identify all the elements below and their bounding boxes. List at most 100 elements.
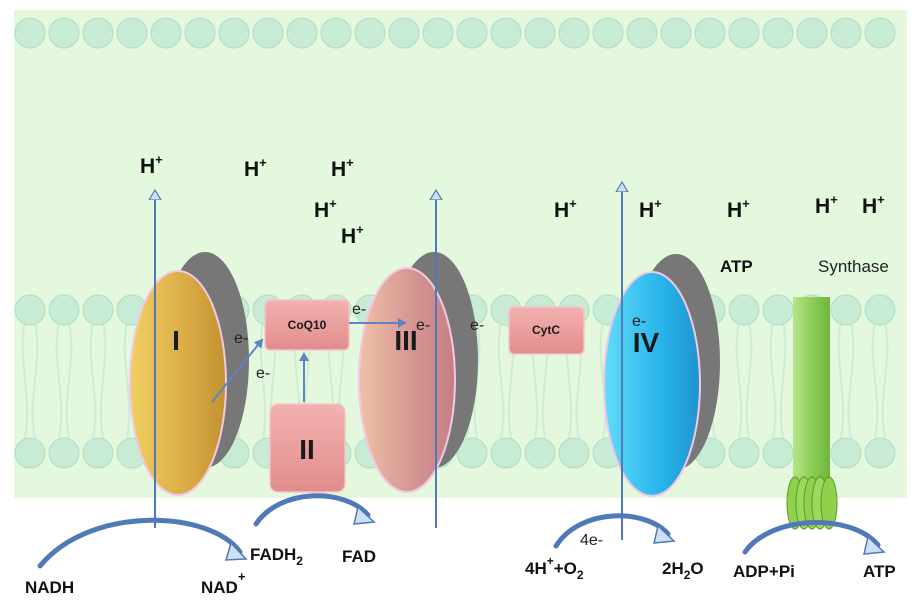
lipid-head: [184, 17, 216, 49]
svg-text:2H2O: 2H2O: [662, 559, 704, 582]
lipid-head: [48, 294, 80, 326]
label-2h2o: 2H2O: [662, 559, 704, 582]
atp-synthase-head: [786, 476, 838, 530]
outer-membrane-lipid-row: [14, 17, 896, 49]
electron-label-6: e-: [632, 313, 646, 330]
proton-9: H+: [815, 192, 838, 218]
lipid-head: [864, 294, 896, 326]
lipid-head: [48, 437, 80, 469]
lipid-head: [388, 17, 420, 49]
lipid-head: [116, 17, 148, 49]
svg-text:H+: H+: [727, 196, 750, 222]
electron-label-1: e-: [234, 330, 248, 347]
lipid-head: [456, 17, 488, 49]
electron-label-2: e-: [256, 365, 270, 382]
lipid-head: [830, 294, 862, 326]
reaction-arrow-oxygen-head: [653, 524, 676, 544]
coq10-label: CoQ10: [288, 318, 327, 332]
complex-i: [129, 270, 227, 496]
lipid-tail: [89, 321, 107, 439]
complex-ii: [269, 403, 346, 493]
svg-text:H+: H+: [862, 192, 885, 218]
proton-1: H+: [140, 152, 163, 178]
proton-10: H+: [862, 192, 885, 218]
lipid-head: [864, 17, 896, 49]
coq10-box: [264, 299, 350, 351]
atp-synthase-stalk: [793, 297, 830, 487]
reaction-arrow-atp: [742, 519, 881, 555]
reaction-arrow-nadh-head: [224, 541, 248, 561]
svg-text:H+: H+: [140, 152, 163, 178]
lipid-head: [762, 17, 794, 49]
lipid-head: [558, 437, 590, 469]
lipid-head: [728, 17, 760, 49]
reaction-arrow-atp-head: [863, 535, 886, 555]
lipid-head: [660, 17, 692, 49]
svg-text:H+: H+: [341, 222, 364, 248]
lipid-head: [762, 437, 794, 469]
lipid-head: [422, 17, 454, 49]
lipid-head: [694, 17, 726, 49]
cytc-label: CytC: [532, 323, 560, 337]
electron-arrow-complex-i-to-coq10: [211, 338, 264, 403]
lipid-head: [354, 17, 386, 49]
lipid-head: [48, 17, 80, 49]
lipid-tail: [21, 321, 39, 439]
lipid-head: [82, 17, 114, 49]
complex-iv: [603, 271, 701, 497]
lipid-head: [82, 437, 114, 469]
reaction-arrow-nadh: [37, 517, 243, 569]
label-4e: 4e-: [580, 532, 603, 549]
label-adp-pi: ADP+Pi: [733, 562, 795, 581]
electron-label-5: e-: [470, 317, 484, 334]
lipid-tail: [769, 321, 787, 439]
svg-text:H+: H+: [331, 155, 354, 181]
electron-label-3: e-: [352, 301, 366, 318]
label-atp: ATP: [863, 562, 896, 581]
lipid-head: [14, 437, 46, 469]
lipid-tail: [871, 321, 889, 439]
lipid-head: [524, 437, 556, 469]
lipid-head: [14, 17, 46, 49]
lipid-head: [82, 294, 114, 326]
lipid-head: [830, 17, 862, 49]
proton-5: H+: [341, 222, 364, 248]
lipid-head: [728, 294, 760, 326]
lipid-head: [626, 17, 658, 49]
reaction-arrow-fadh2: [253, 493, 371, 527]
reaction-arrow-oxygen: [553, 513, 671, 549]
lipid-head: [592, 17, 624, 49]
atp-synthase-label-synthase: Synthase: [818, 257, 889, 276]
lipid-head: [252, 17, 284, 49]
svg-text:4H++O2: 4H++O2: [525, 554, 584, 582]
lipid-head: [762, 294, 794, 326]
svg-text:NAD+: NAD+: [201, 569, 246, 597]
lipid-head: [558, 17, 590, 49]
label-nadh: NADH: [25, 578, 74, 597]
lipid-head: [14, 294, 46, 326]
complex-iv-label: IV: [633, 327, 660, 358]
lipid-head: [490, 437, 522, 469]
lipid-head: [286, 17, 318, 49]
complex-ii-label: II: [299, 434, 315, 465]
lipid-head: [490, 17, 522, 49]
lipid-head: [218, 17, 250, 49]
lipid-tail: [55, 321, 73, 439]
svg-text:H+: H+: [554, 196, 577, 222]
label-4h-plus-o2: 4H++O2: [525, 554, 584, 582]
label-nad-plus: NAD+: [201, 569, 246, 597]
lipid-head: [456, 437, 488, 469]
cytc-box: [508, 306, 585, 355]
lipid-head: [728, 437, 760, 469]
complex-iii: [358, 267, 456, 493]
proton-7: H+: [639, 196, 662, 222]
svg-text:FADH2: FADH2: [250, 545, 303, 568]
lipid-head: [864, 437, 896, 469]
label-fad: FAD: [342, 547, 376, 566]
complex-i-label: I: [172, 325, 180, 356]
proton-3: H+: [331, 155, 354, 181]
lipid-head: [524, 17, 556, 49]
lipid-head: [830, 437, 862, 469]
svg-text:H+: H+: [244, 155, 267, 181]
